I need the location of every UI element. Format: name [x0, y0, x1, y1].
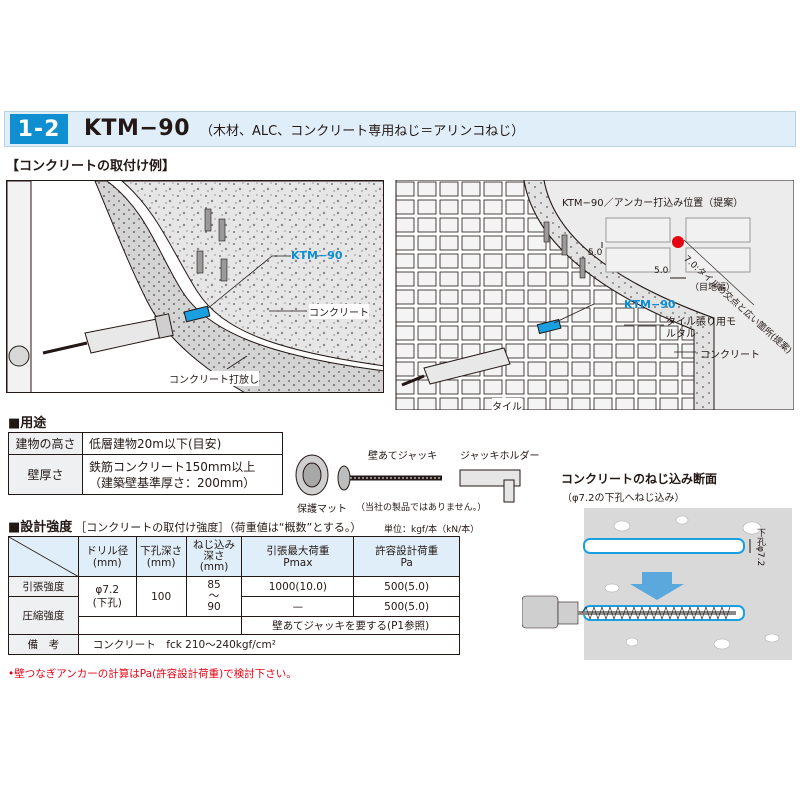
joint-dim-vertical: 5.0	[588, 248, 603, 258]
ktm90-label-right: KTM−90	[624, 298, 676, 311]
cell-tensile-pmax: 1000(10.0)	[241, 576, 355, 597]
exposed-concrete-label: コンクリート打放し	[169, 371, 259, 386]
section-view-title: コンクリートのねじ込み断面	[561, 472, 718, 486]
concrete-label-right: コンクリート	[700, 350, 760, 361]
corner-cell	[8, 536, 79, 577]
col-hole-depth: 下孔深さ (mm)	[135, 536, 187, 577]
col-pa: 許容設計荷重 Pa	[353, 536, 460, 577]
screw-section-illustration: 下孔φ7.2	[522, 508, 792, 660]
cell-screw-depth: 85 〜 90	[185, 576, 243, 617]
section-number: 1-2	[10, 114, 68, 144]
usage-heading: ■用途	[8, 416, 47, 431]
ktm90-label-left: KTM−90	[291, 249, 343, 262]
strength-heading-sub: ［コンクリートの取付け強度］（荷重値は“概数”とする。）	[75, 521, 362, 534]
tile-label: タイル	[492, 398, 522, 410]
concrete-install-illustration: KTM−90 コンクリート コンクリート打放し	[6, 180, 384, 393]
install-example-heading: 【コンクリートの取付け例】	[6, 159, 176, 174]
remarks-label: 備 考	[8, 634, 79, 655]
remarks-value: コンクリート fck 210〜240kgf/cm²	[77, 634, 461, 655]
table-row: 圧縮強度 — 500(5.0)	[8, 596, 460, 635]
not-our-product-note: （当社の製品ではありません。）	[356, 503, 487, 513]
concrete-label-left: コンクリート	[309, 304, 369, 319]
calculation-footnote: •壁つなぎアンカーの計算はPa(許容設計荷重)で検討下さい。	[8, 668, 297, 680]
product-subtitle: （木材、ALC、コンクリート専用ねじ＝アリンコねじ）	[200, 124, 525, 139]
protective-mat-label: 保護マット	[297, 504, 347, 515]
strength-heading-main: ■設計強度	[8, 520, 73, 535]
jack-required-note: 壁あてジャッキを要する(P1参照)	[241, 616, 460, 635]
blank-cell	[77, 616, 243, 635]
usage-value-height: 低層建物20m以下(目安)	[82, 432, 283, 455]
jack-parts-drawing	[295, 454, 521, 503]
usage-label-wall: 壁厚さ	[8, 454, 83, 495]
section-view-subtitle: （φ7.2の下孔へねじ込み）	[562, 493, 685, 504]
col-screw-depth: ねじ込み 深さ (mm)	[185, 536, 243, 577]
concrete-wall-drawing	[7, 181, 383, 392]
cell-compression-pmax: —	[241, 596, 355, 617]
title-band	[4, 111, 796, 147]
col-drill: ドリル径 (mm)	[77, 536, 137, 577]
tile-mortar-label: タイル張り用モルタル	[666, 317, 736, 340]
page-title: KTM−90 （木材、ALC、コンクリート専用ねじ＝アリンコねじ）	[84, 114, 524, 144]
cell-compression-pa: 500(5.0)	[353, 596, 460, 617]
usage-table: 建物の高さ 低層建物20m以下(目安) 壁厚さ 鉄筋コンクリート150mm以上 …	[8, 432, 283, 495]
table-row: 壁厚さ 鉄筋コンクリート150mm以上 （建築壁基準厚さ：200mm）	[8, 454, 283, 495]
col-pmax: 引張最大荷重 Pmax	[241, 536, 355, 577]
joint-dim-horizontal: 5.0	[654, 266, 669, 276]
strength-heading: ■設計強度 ［コンクリートの取付け強度］（荷重値は“概数”とする。）	[8, 516, 361, 535]
table-row: 引張強度 φ7.2 (下孔) 100 85 〜 90 1000(10.0) 50…	[8, 576, 460, 617]
anchor-position-title: KTM−90／アンカー打込み位置（提案）	[562, 198, 744, 209]
strength-table: ドリル径 (mm) 下孔深さ (mm) ねじ込み 深さ (mm) 引張最大荷重 …	[8, 536, 461, 655]
jack-holder-label: ジャッキホルダー	[460, 451, 540, 462]
row-compression-label: 圧縮強度	[8, 596, 79, 635]
section-drawing	[522, 508, 792, 660]
tile-wall-drawing	[394, 180, 794, 410]
strength-unit: 単位：kgf/本（kN/本）	[384, 525, 480, 535]
cell-hole-depth: 100	[135, 576, 187, 617]
cell-drill: φ7.2 (下孔)	[77, 576, 137, 617]
table-row: 備 考 コンクリート fck 210〜240kgf/cm²	[8, 634, 461, 655]
joint-width-label: （目地幅）	[690, 283, 736, 293]
row-tensile-label: 引張強度	[8, 576, 79, 597]
tile-wall-illustration: KTM−90／アンカー打込み位置（提案） 5.0 5.0 （目地幅） 7.0:タ…	[394, 180, 794, 410]
diagonal-line	[9, 537, 79, 577]
cell-tensile-pa: 500(5.0)	[353, 576, 460, 597]
table-header-row: ドリル径 (mm) 下孔深さ (mm) ねじ込み 深さ (mm) 引張最大荷重 …	[8, 536, 460, 577]
usage-label-height: 建物の高さ	[8, 432, 83, 455]
table-row: 建物の高さ 低層建物20m以下(目安)	[8, 432, 283, 455]
wall-jack-label: 壁あてジャッキ	[368, 451, 438, 462]
usage-value-wall: 鉄筋コンクリート150mm以上 （建築壁基準厚さ：200mm）	[82, 454, 283, 495]
pilot-hole-label: 下孔φ7.2	[755, 528, 765, 567]
product-name: KTM−90	[84, 116, 190, 141]
